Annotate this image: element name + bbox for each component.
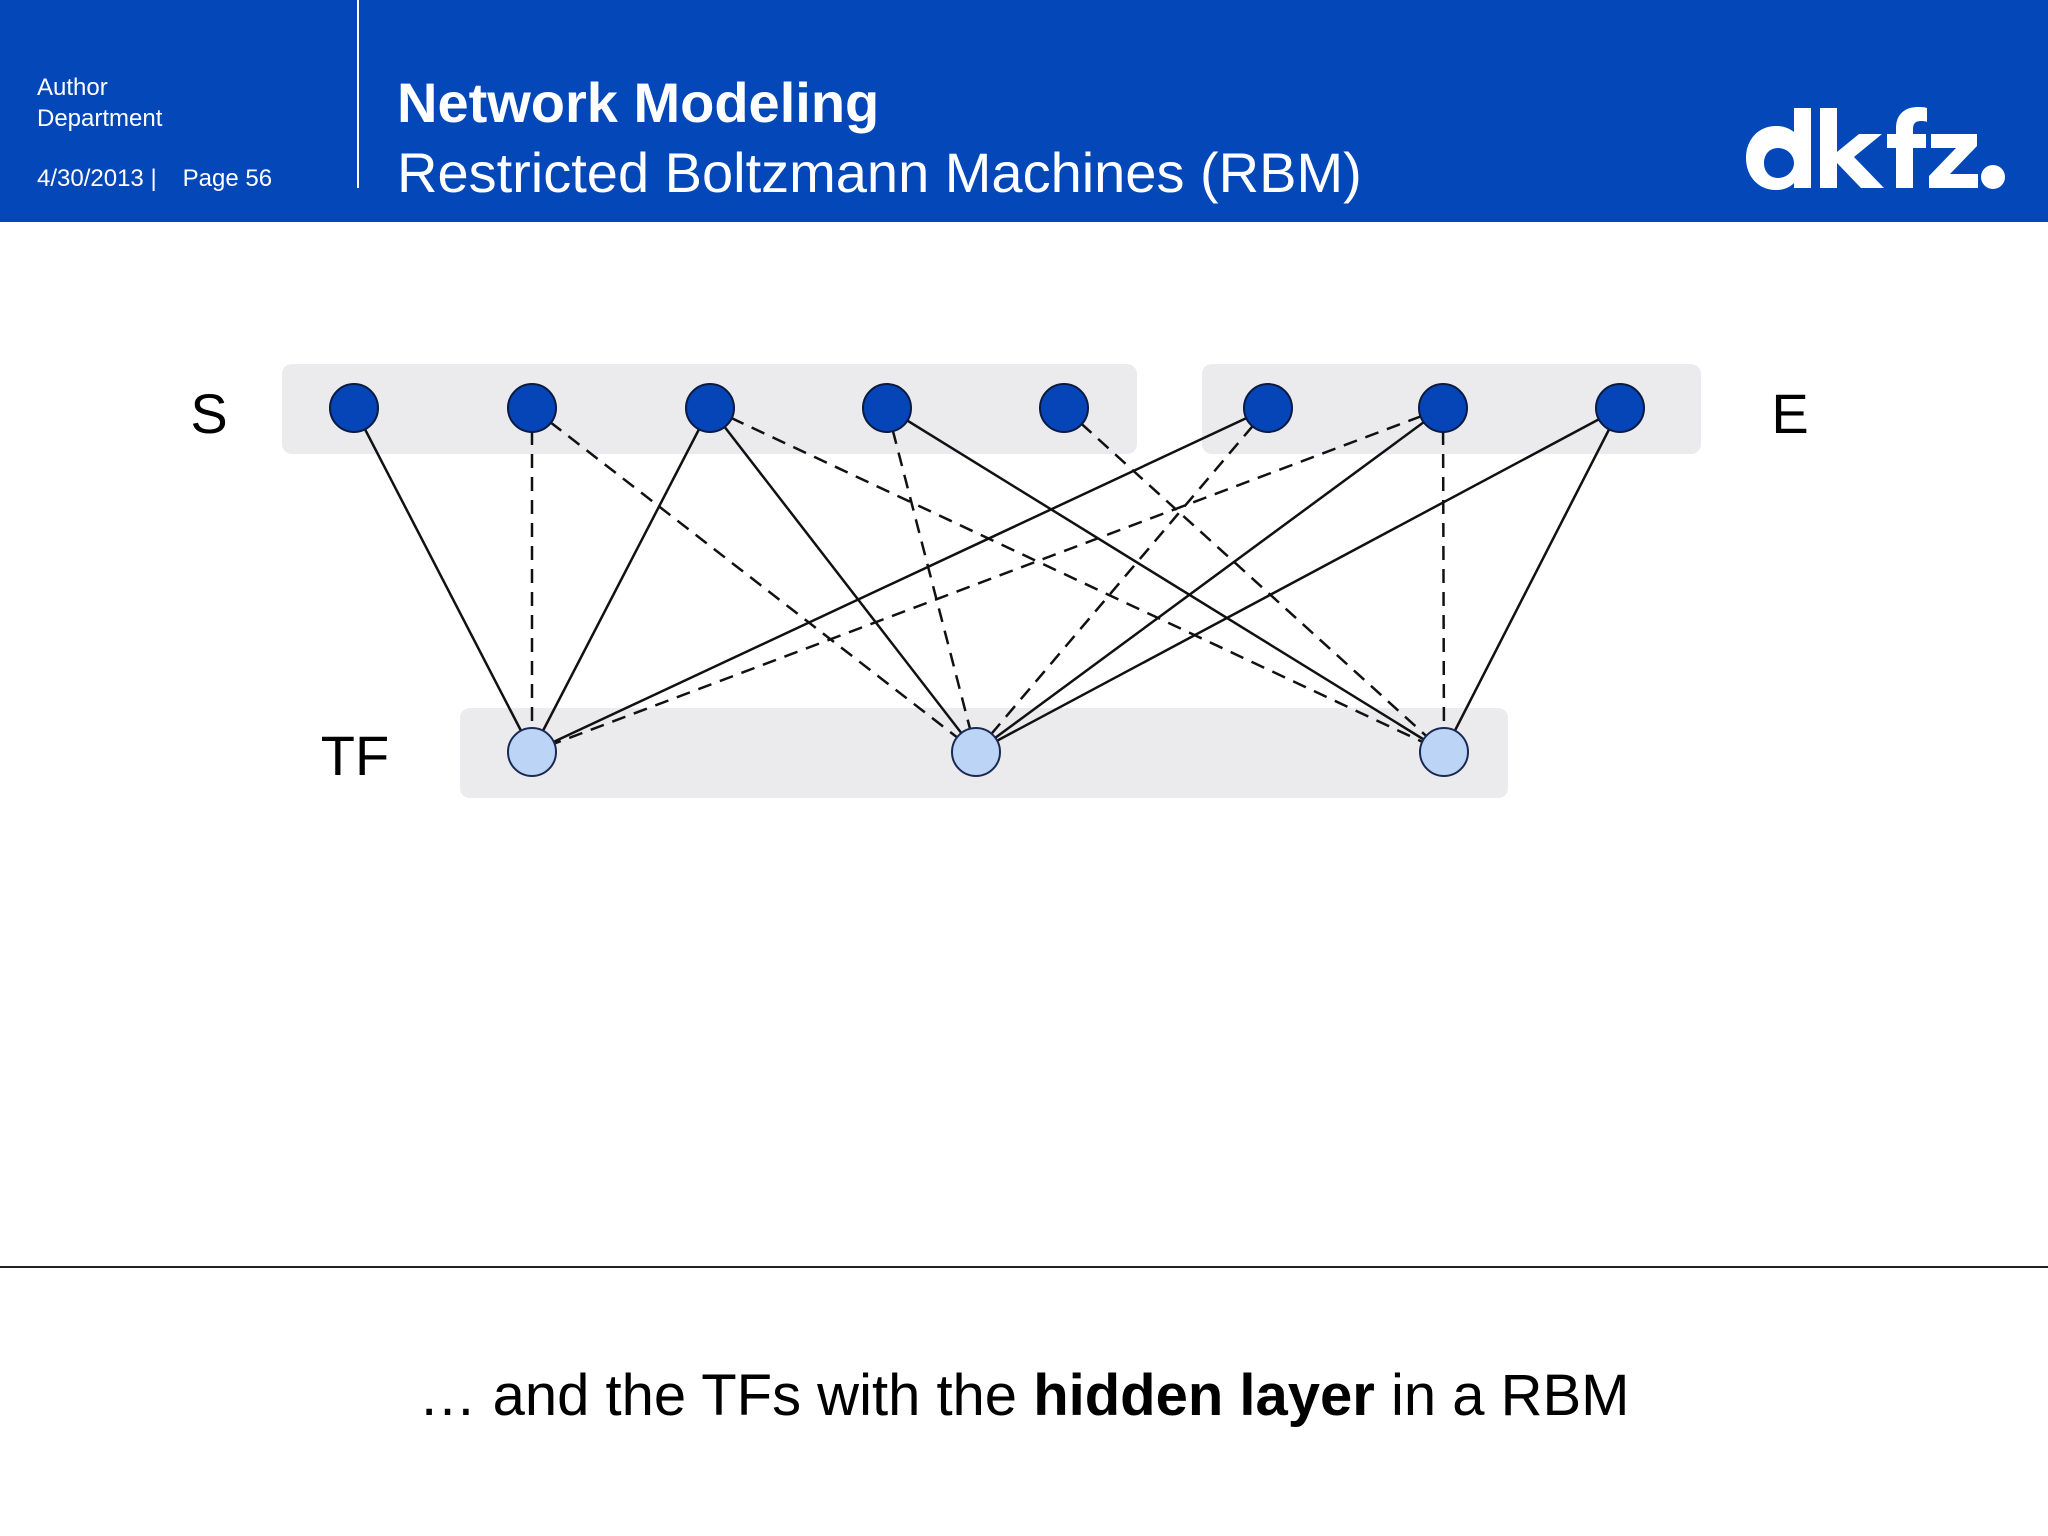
tf-node-1	[507, 727, 557, 777]
tf-node-3	[1419, 727, 1469, 777]
slide-caption: … and the TFs with the hidden layer in a…	[0, 1362, 2048, 1429]
slide-title: Network Modeling	[397, 71, 880, 134]
caption-prefix: … and the TFs with the	[418, 1363, 1034, 1428]
edge-solid-0-0	[352, 407, 534, 753]
edge-solid-6-1	[975, 406, 1444, 754]
edge-solid-3-2	[886, 406, 1445, 754]
dkfz-logo	[1746, 107, 2005, 190]
tf-group-label: TF	[321, 724, 389, 787]
header-divider	[357, 0, 359, 188]
caption-suffix: in a RBM	[1374, 1363, 1630, 1428]
tf-node-2	[951, 727, 1001, 777]
s-node-4	[862, 383, 912, 433]
edge-dashed-2-2	[709, 406, 1445, 754]
s-group-label: S	[190, 382, 227, 445]
edge-solid-2-1	[709, 407, 977, 753]
e-group-label: E	[1771, 382, 1808, 445]
edge-dashed-1-1	[531, 407, 977, 753]
rbm-network-diagram: S E TF	[190, 364, 1809, 798]
e-node-2	[1418, 383, 1468, 433]
slide-header: Author Department 4/30/2013 | Page 56 Net…	[0, 0, 2048, 222]
page-number: Page 56	[182, 165, 273, 192]
edge-solid-7-1	[975, 406, 1621, 754]
e-node-1	[1243, 383, 1293, 433]
edge-dashed-5-1	[975, 407, 1269, 753]
edge-solid-7-2	[1442, 407, 1622, 753]
s-node-1	[329, 383, 379, 433]
nodes-layer	[329, 383, 1645, 777]
s-node-3	[685, 383, 735, 433]
author-label: Author	[37, 74, 108, 101]
edge-solid-2-0	[530, 407, 712, 753]
bottom-divider	[0, 1266, 2048, 1268]
e-node-3	[1595, 383, 1645, 433]
edge-solid-5-0	[531, 406, 1269, 754]
date-page-line: 4/30/2013 | Page 56	[37, 165, 272, 193]
s-node-2	[507, 383, 557, 433]
edge-dashed-6-0	[531, 406, 1444, 754]
author-block: Author Department	[37, 72, 162, 134]
edges-layer	[352, 406, 1622, 754]
department-label: Department	[37, 105, 163, 132]
date-label: 4/30/2013 |	[37, 165, 157, 192]
edge-dashed-6-2	[1441, 407, 1446, 753]
slide-subtitle: Restricted Boltzmann Machines (RBM)	[397, 141, 1362, 204]
edge-dashed-3-1	[885, 407, 978, 753]
edge-dashed-4-2	[1063, 407, 1445, 753]
s-node-5	[1039, 383, 1089, 433]
caption-emphasis: hidden layer	[1033, 1363, 1375, 1428]
